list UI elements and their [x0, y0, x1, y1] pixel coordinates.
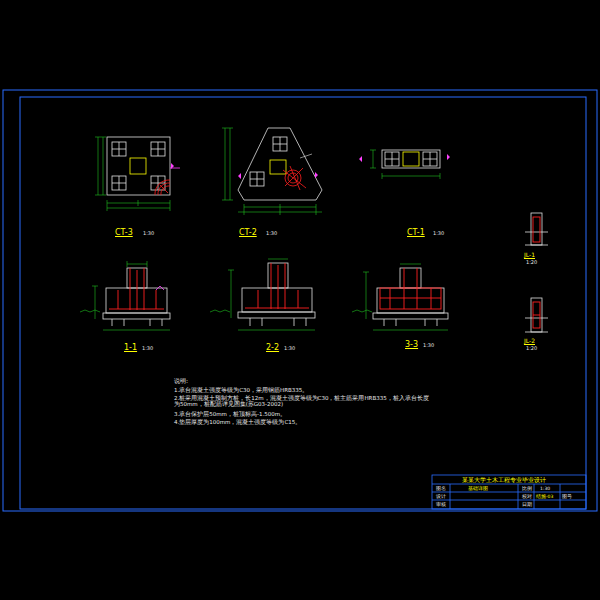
section-title: JL-1 [524, 252, 535, 259]
cell: 图名 [436, 486, 446, 491]
scale: 1:30 [433, 231, 444, 237]
scale: 1:30 [266, 231, 277, 237]
view-title: CT-3 [115, 228, 133, 237]
cell: 图号 [562, 494, 572, 499]
scale: 1:30 [143, 231, 154, 237]
scale: 1:30 [142, 346, 153, 352]
cell: 1:30 [540, 486, 550, 491]
view-title: CT-2 [239, 228, 257, 237]
scale: 1:20 [526, 346, 537, 352]
sheet-title: 某某大学土木工程专业毕业设计 [462, 477, 546, 483]
note-line: 1.承台混凝土强度等级为C30，采用钢筋HRB335。 [174, 387, 434, 393]
section-title: 3-3 [405, 340, 418, 349]
notes-heading: 说明: [174, 378, 188, 385]
cell: 日期 [522, 502, 532, 507]
section-title: JL-2 [524, 338, 535, 345]
cell: 基础详图 [468, 486, 488, 491]
view-title: CT-1 [407, 228, 425, 237]
scale: 1:30 [284, 346, 295, 352]
note-line: 3.承台保护层50mm，桩顶标高-1.500m。 [174, 411, 434, 417]
cell: 校对 [522, 494, 532, 499]
cell: 结施-03 [536, 494, 553, 499]
section-title: 1-1 [124, 343, 137, 352]
scale: 1:30 [423, 343, 434, 349]
cell: 设计 [436, 494, 446, 499]
scale: 1:20 [526, 260, 537, 266]
note-line: 2.桩采用混凝土预制方桩，长12m，混凝土强度等级为C30，桩主筋采用HRB33… [174, 395, 434, 408]
cell: 比例 [522, 486, 532, 491]
section-title: 2-2 [266, 343, 279, 352]
cell: 审核 [436, 502, 446, 507]
note-line: 4.垫层厚度为100mm，混凝土强度等级为C15。 [174, 419, 434, 425]
